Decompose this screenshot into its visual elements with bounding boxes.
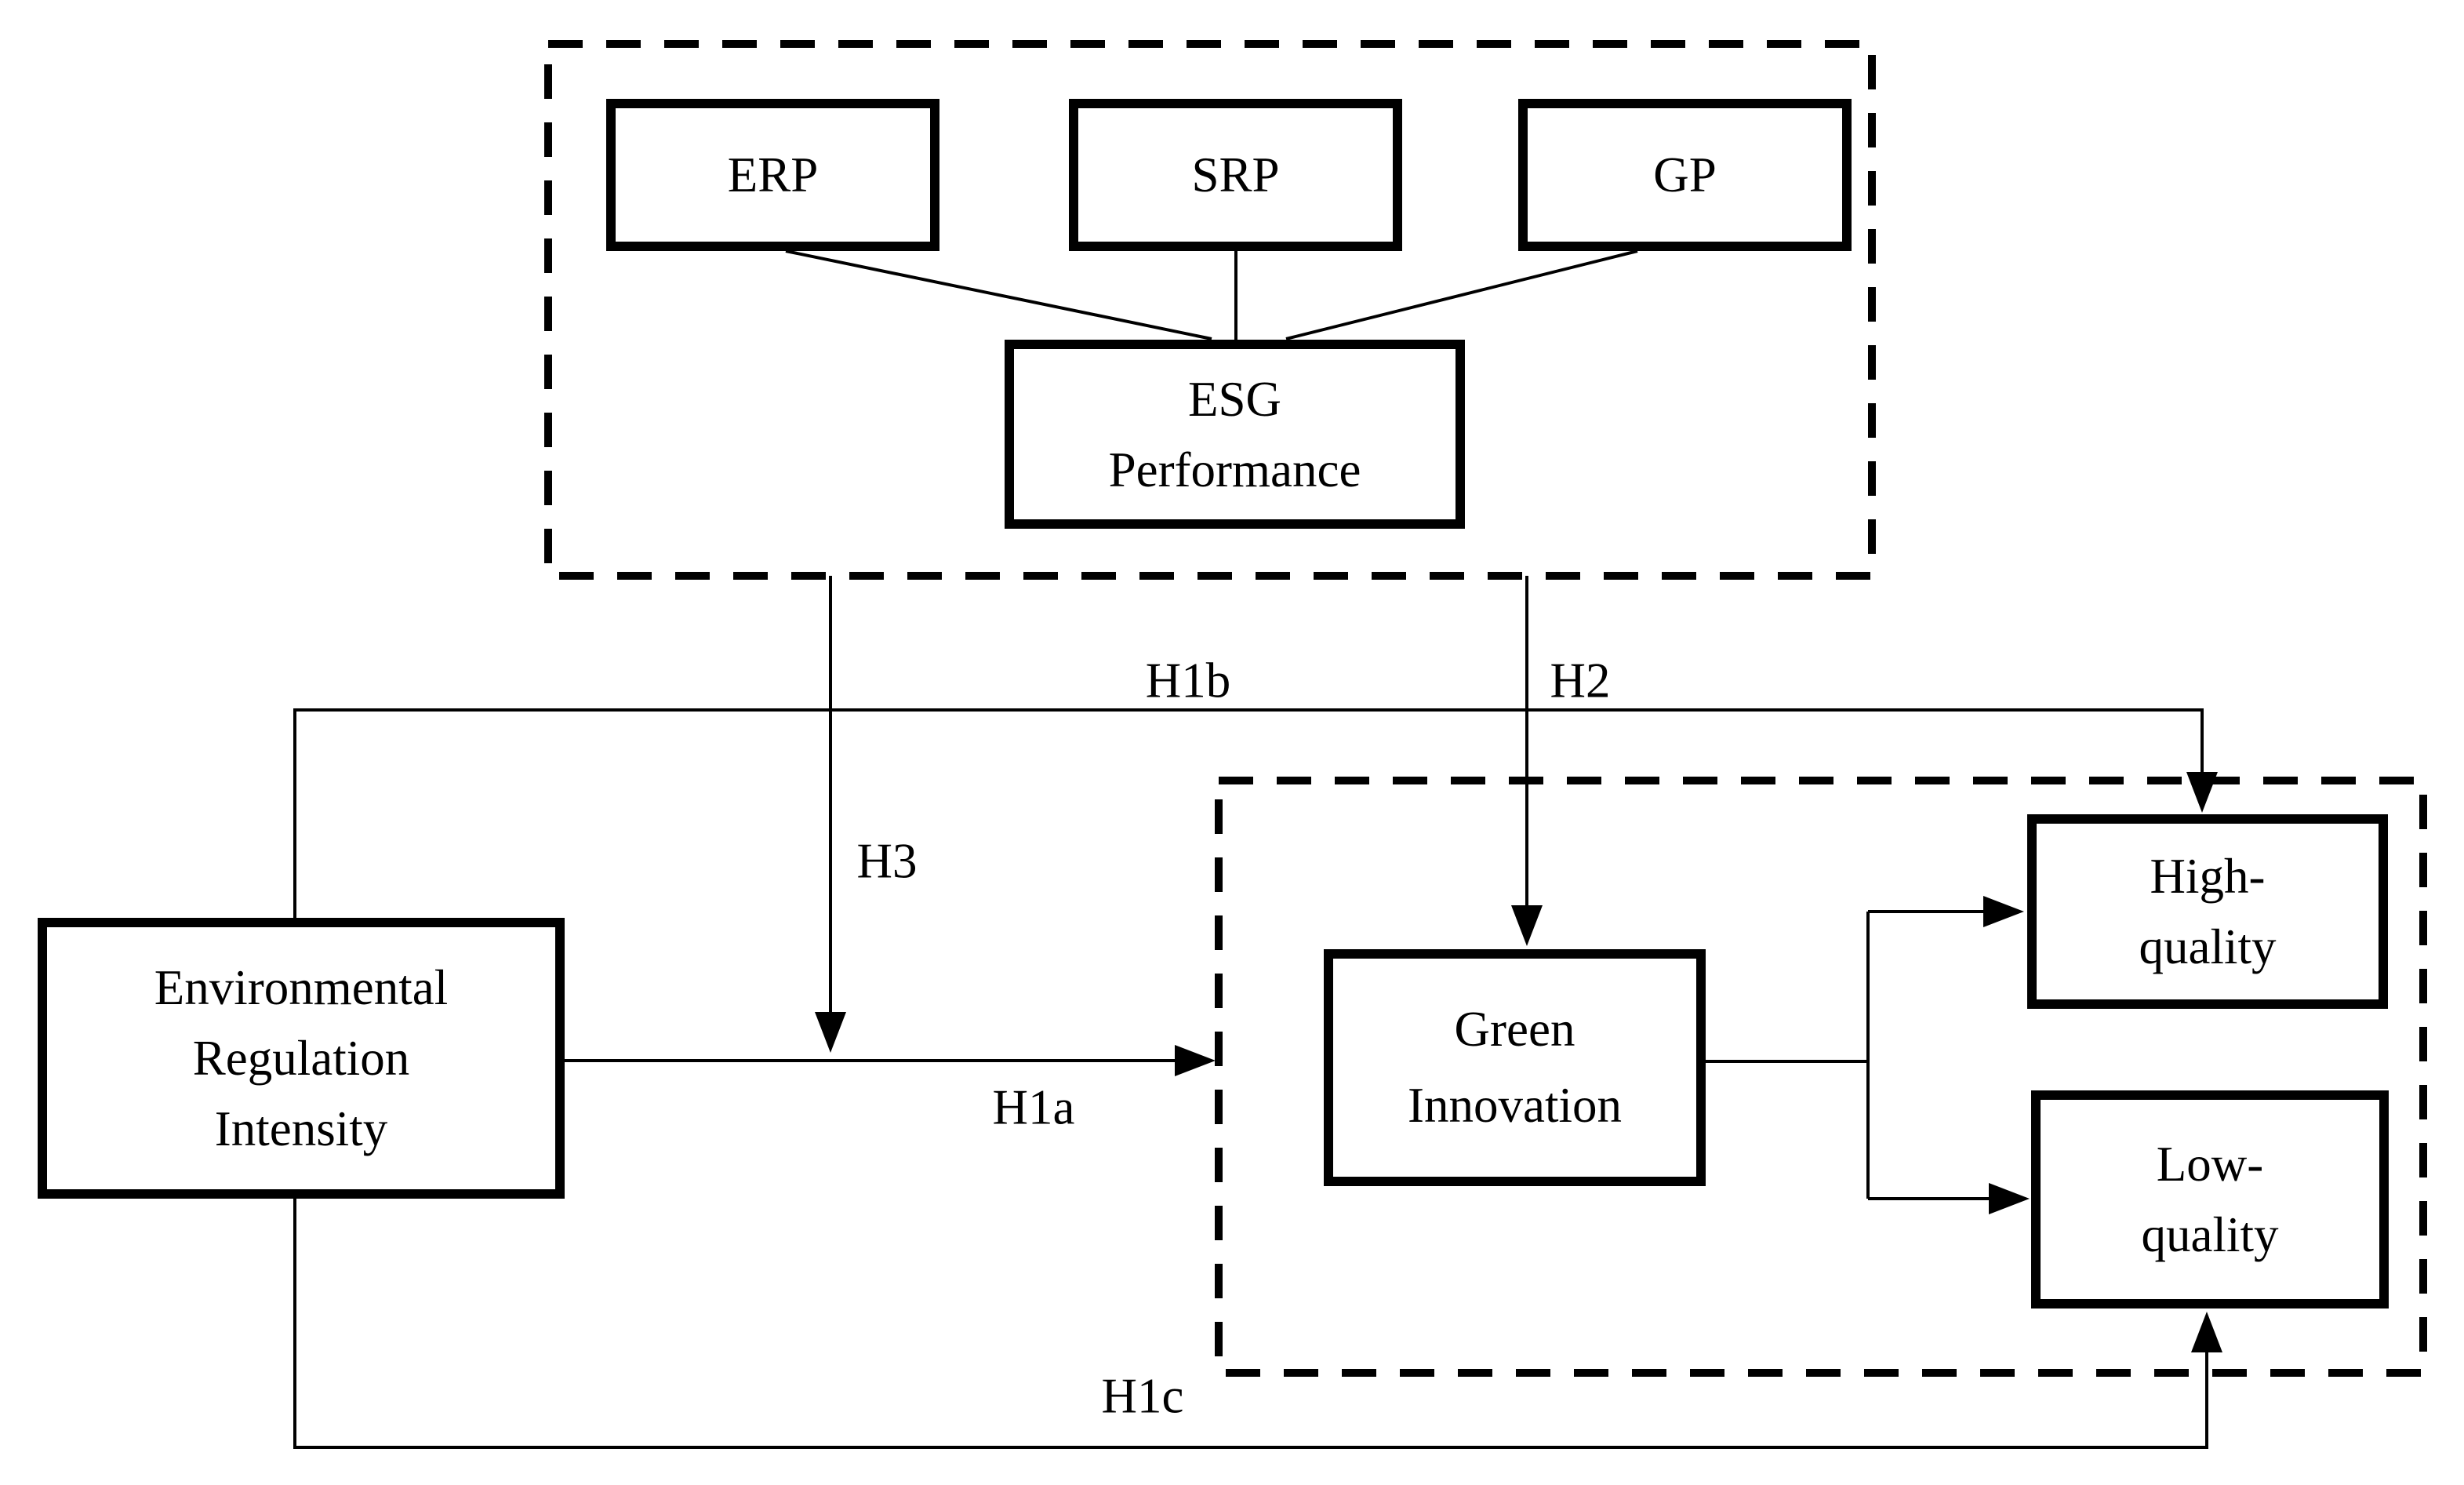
srp-box: SRP bbox=[1069, 99, 1402, 251]
green-innovation-label-line1: Green bbox=[1454, 1002, 1575, 1057]
green-to-low-arrowhead bbox=[1989, 1183, 2030, 1214]
green-innovation-label-line2: Innovation bbox=[1408, 1078, 1622, 1133]
h1c-arrow-path bbox=[293, 1199, 2208, 1449]
gp-esg-line bbox=[1285, 249, 1638, 340]
high-quality-box: High- quality bbox=[2027, 814, 2388, 1009]
esg-performance-label-line2: Performance bbox=[1108, 442, 1361, 497]
innovation-quality-group-dashed-box bbox=[1215, 777, 2427, 1377]
env-regulation-label-line1: Environmental bbox=[154, 960, 449, 1015]
gp-box: GP bbox=[1518, 99, 1852, 251]
high-quality-label-line2: quality bbox=[2139, 919, 2277, 974]
h3-arrowhead bbox=[815, 1012, 846, 1053]
gp-label: GP bbox=[1653, 147, 1717, 202]
h1b-edge-label: H1b bbox=[1145, 653, 1231, 708]
h3-edge-label: H3 bbox=[856, 833, 918, 889]
esg-performance-box: ESG Performance bbox=[1005, 340, 1465, 529]
green-to-high-arrowhead bbox=[1983, 896, 2024, 927]
low-quality-label-line1: Low- bbox=[2156, 1137, 2264, 1192]
erp-label: ERP bbox=[727, 147, 819, 202]
h1c-edge-label: H1c bbox=[1101, 1368, 1184, 1424]
h1a-edge-label: H1a bbox=[992, 1079, 1075, 1135]
erp-esg-line bbox=[785, 249, 1212, 340]
low-quality-label-line2: quality bbox=[2141, 1207, 2279, 1262]
h1c-arrowhead bbox=[2191, 1312, 2222, 1352]
srp-label: SRP bbox=[1191, 147, 1280, 202]
esg-performance-label-line1: ESG bbox=[1187, 371, 1282, 427]
h1b-arrowhead bbox=[2186, 772, 2218, 813]
esg-group-dashed-box bbox=[544, 40, 1876, 580]
h2-arrowhead bbox=[1511, 905, 1543, 946]
env-regulation-label-line2: Regulation bbox=[192, 1031, 410, 1086]
h2-edge-label: H2 bbox=[1550, 653, 1611, 708]
h1b-arrow-path bbox=[293, 708, 2204, 918]
h1a-arrowhead bbox=[1175, 1045, 1216, 1076]
erp-box: ERP bbox=[606, 99, 939, 251]
env-regulation-label-line3: Intensity bbox=[214, 1101, 388, 1156]
environmental-regulation-intensity-box: Environmental Regulation Intensity bbox=[38, 918, 565, 1199]
high-quality-label-line1: High- bbox=[2150, 849, 2266, 904]
low-quality-box: Low- quality bbox=[2031, 1090, 2389, 1308]
green-innovation-box: Green Innovation bbox=[1324, 949, 1706, 1186]
